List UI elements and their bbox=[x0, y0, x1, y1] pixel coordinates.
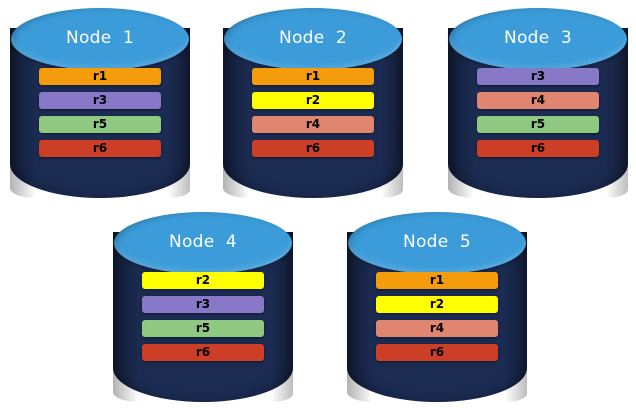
replica-label: r2 bbox=[429, 297, 445, 311]
replica-stack: r3 r4 r5 r6 bbox=[477, 68, 599, 157]
cylinder-top-ellipse bbox=[114, 212, 292, 274]
node-cylinder-4[interactable]: Node 4 r2 r3 r5 r6 bbox=[113, 210, 293, 402]
node-label: Node 5 bbox=[402, 232, 472, 252]
replica-bar-r2[interactable]: r2 bbox=[376, 296, 498, 313]
replica-label: r5 bbox=[92, 117, 108, 131]
node-label: Node 4 bbox=[168, 232, 238, 252]
replica-bar-r2[interactable]: r2 bbox=[252, 92, 374, 109]
replica-label: r4 bbox=[429, 321, 445, 335]
replica-bar-r4[interactable]: r4 bbox=[252, 116, 374, 133]
replica-label: r2 bbox=[195, 273, 211, 287]
replica-label: r5 bbox=[195, 321, 211, 335]
node-label: Node 2 bbox=[278, 28, 348, 48]
node-label: Node 1 bbox=[65, 28, 135, 48]
replica-label: r1 bbox=[92, 69, 108, 83]
replica-label: r5 bbox=[530, 117, 546, 131]
replica-stack: r1 r2 r4 r6 bbox=[252, 68, 374, 157]
replica-bar-r3[interactable]: r3 bbox=[39, 92, 161, 109]
replica-bar-r6[interactable]: r6 bbox=[39, 140, 161, 157]
node-cylinder-3[interactable]: Node 3 r3 r4 r5 r6 bbox=[448, 6, 628, 198]
node-cylinder-5[interactable]: Node 5 r1 r2 r4 r6 bbox=[347, 210, 527, 402]
replica-label: r6 bbox=[530, 141, 546, 155]
replica-bar-r5[interactable]: r5 bbox=[142, 320, 264, 337]
replica-label: r6 bbox=[195, 345, 211, 359]
replica-bar-r5[interactable]: r5 bbox=[477, 116, 599, 133]
cylinder-top-ellipse bbox=[449, 8, 627, 70]
node-cylinder-1[interactable]: Node 1 r1 r3 r5 r6 bbox=[10, 6, 190, 198]
replica-bar-r3[interactable]: r3 bbox=[477, 68, 599, 85]
replica-label: r1 bbox=[429, 273, 445, 287]
replica-bar-r6[interactable]: r6 bbox=[477, 140, 599, 157]
node-label: Node 3 bbox=[503, 28, 573, 48]
replica-stack: r1 r2 r4 r6 bbox=[376, 272, 498, 361]
replica-label: r6 bbox=[429, 345, 445, 359]
replica-label: r3 bbox=[92, 93, 108, 107]
replica-bar-r4[interactable]: r4 bbox=[477, 92, 599, 109]
replica-bar-r4[interactable]: r4 bbox=[376, 320, 498, 337]
replica-label: r6 bbox=[92, 141, 108, 155]
replica-label: r3 bbox=[195, 297, 211, 311]
replica-label: r4 bbox=[305, 117, 321, 131]
cylinder-top-ellipse bbox=[224, 8, 402, 70]
replica-bar-r5[interactable]: r5 bbox=[39, 116, 161, 133]
replica-stack: r1 r3 r5 r6 bbox=[39, 68, 161, 157]
replica-bar-r1[interactable]: r1 bbox=[252, 68, 374, 85]
node-cylinder-2[interactable]: Node 2 r1 r2 r4 r6 bbox=[223, 6, 403, 198]
replica-stack: r2 r3 r5 r6 bbox=[142, 272, 264, 361]
replica-label: r2 bbox=[305, 93, 321, 107]
cylinder-top-ellipse bbox=[11, 8, 189, 70]
replica-label: r3 bbox=[530, 69, 546, 83]
replica-label: r4 bbox=[530, 93, 546, 107]
replica-bar-r2[interactable]: r2 bbox=[142, 272, 264, 289]
replica-bar-r6[interactable]: r6 bbox=[142, 344, 264, 361]
cylinder-top-ellipse bbox=[348, 212, 526, 274]
replica-bar-r3[interactable]: r3 bbox=[142, 296, 264, 313]
replica-label: r1 bbox=[305, 69, 321, 83]
replica-bar-r1[interactable]: r1 bbox=[376, 272, 498, 289]
replica-bar-r6[interactable]: r6 bbox=[376, 344, 498, 361]
replica-bar-r6[interactable]: r6 bbox=[252, 140, 374, 157]
replica-label: r6 bbox=[305, 141, 321, 155]
replica-bar-r1[interactable]: r1 bbox=[39, 68, 161, 85]
